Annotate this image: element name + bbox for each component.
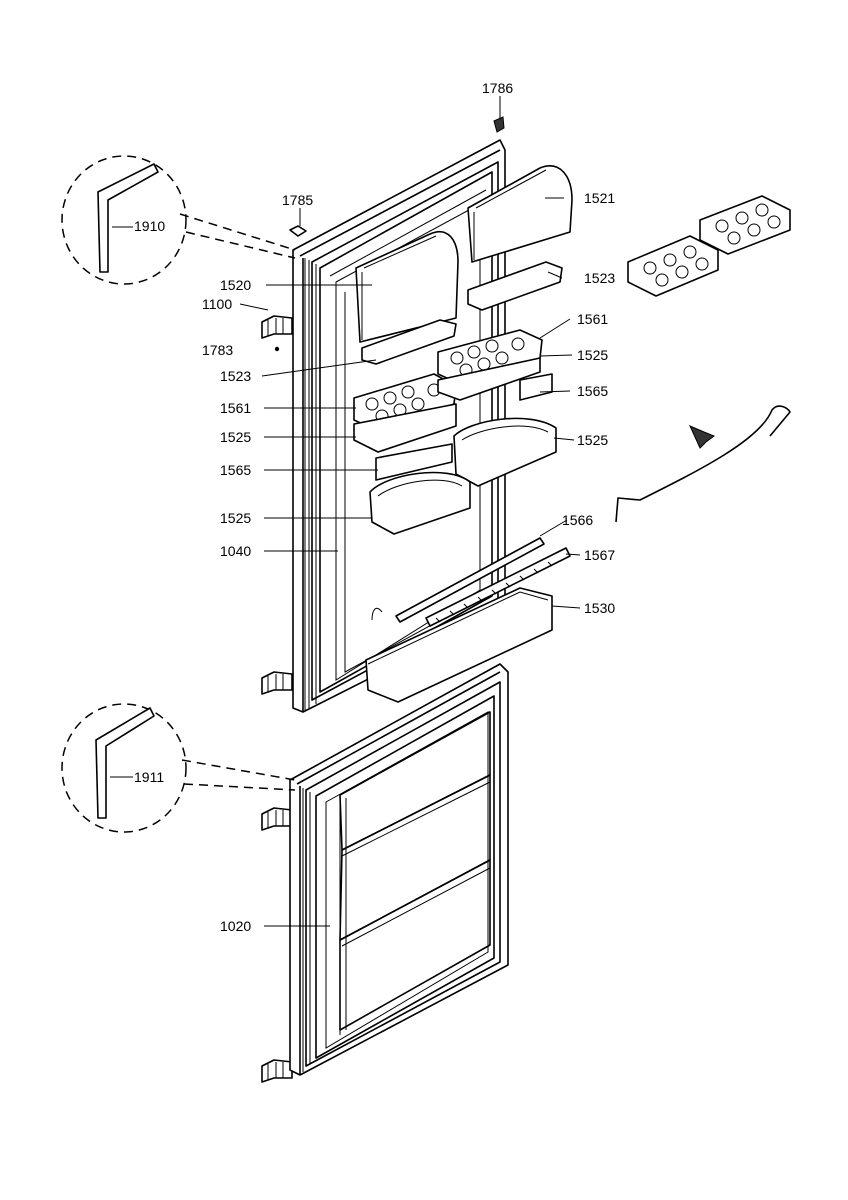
label-1530: 1530	[584, 600, 615, 616]
label-1525-l1: 1525	[220, 429, 251, 445]
screw-1783	[274, 346, 280, 352]
loose-egg-tray-1	[627, 235, 719, 297]
lower-door	[289, 663, 509, 1076]
loose-egg-tray-2	[699, 195, 791, 255]
shelf-1525-r2	[453, 417, 557, 487]
bottle-shelf-1530	[365, 587, 553, 703]
rack-1523-left	[361, 319, 457, 365]
label-1565-right: 1565	[577, 383, 608, 399]
label-1910: 1910	[134, 218, 165, 234]
label-1525-r1: 1525	[577, 347, 608, 363]
label-1567: 1567	[584, 547, 615, 563]
label-1785: 1785	[282, 192, 313, 208]
label-1783: 1783	[202, 342, 233, 358]
shelf-1525-r1	[437, 357, 541, 401]
label-1525-l2: 1525	[220, 510, 251, 526]
detail-circle-1910	[61, 155, 296, 285]
label-1521: 1521	[584, 190, 615, 206]
rack-1523-right	[467, 261, 563, 311]
cover-1521	[467, 165, 573, 263]
top-cap-1786	[493, 116, 505, 133]
hinge-lower-top	[261, 807, 293, 831]
hinge-lower-bottom	[261, 1059, 293, 1083]
label-1520: 1520	[220, 277, 251, 293]
label-1561-right: 1561	[577, 311, 608, 327]
cover-1520	[355, 231, 459, 343]
label-1911: 1911	[134, 769, 164, 785]
label-1786: 1786	[482, 80, 513, 96]
detail-circle-1911	[61, 703, 296, 833]
leader-lines	[110, 96, 581, 927]
bottle-rail-1567	[425, 547, 571, 627]
label-1565-left: 1565	[220, 462, 251, 478]
label-1040: 1040	[220, 543, 251, 559]
label-1523-left: 1523	[220, 368, 251, 384]
label-1566: 1566	[562, 512, 593, 528]
wire-bar	[615, 405, 791, 523]
part-labels: 1786 1785 1521 1520 1523 1100 1561 1783 …	[134, 80, 615, 934]
label-1100: 1100	[202, 296, 232, 312]
shelf-1525-l2	[369, 471, 471, 535]
cap-1785	[289, 225, 307, 237]
label-1525-r2: 1525	[577, 432, 608, 448]
hinge-upper	[261, 315, 293, 339]
bottle-clip-1566	[395, 537, 545, 623]
hinge-middle	[261, 671, 293, 695]
divider-1565-left	[375, 443, 453, 481]
label-1020: 1020	[220, 918, 251, 934]
label-1523-right: 1523	[584, 270, 615, 286]
label-1561-left: 1561	[220, 400, 251, 416]
